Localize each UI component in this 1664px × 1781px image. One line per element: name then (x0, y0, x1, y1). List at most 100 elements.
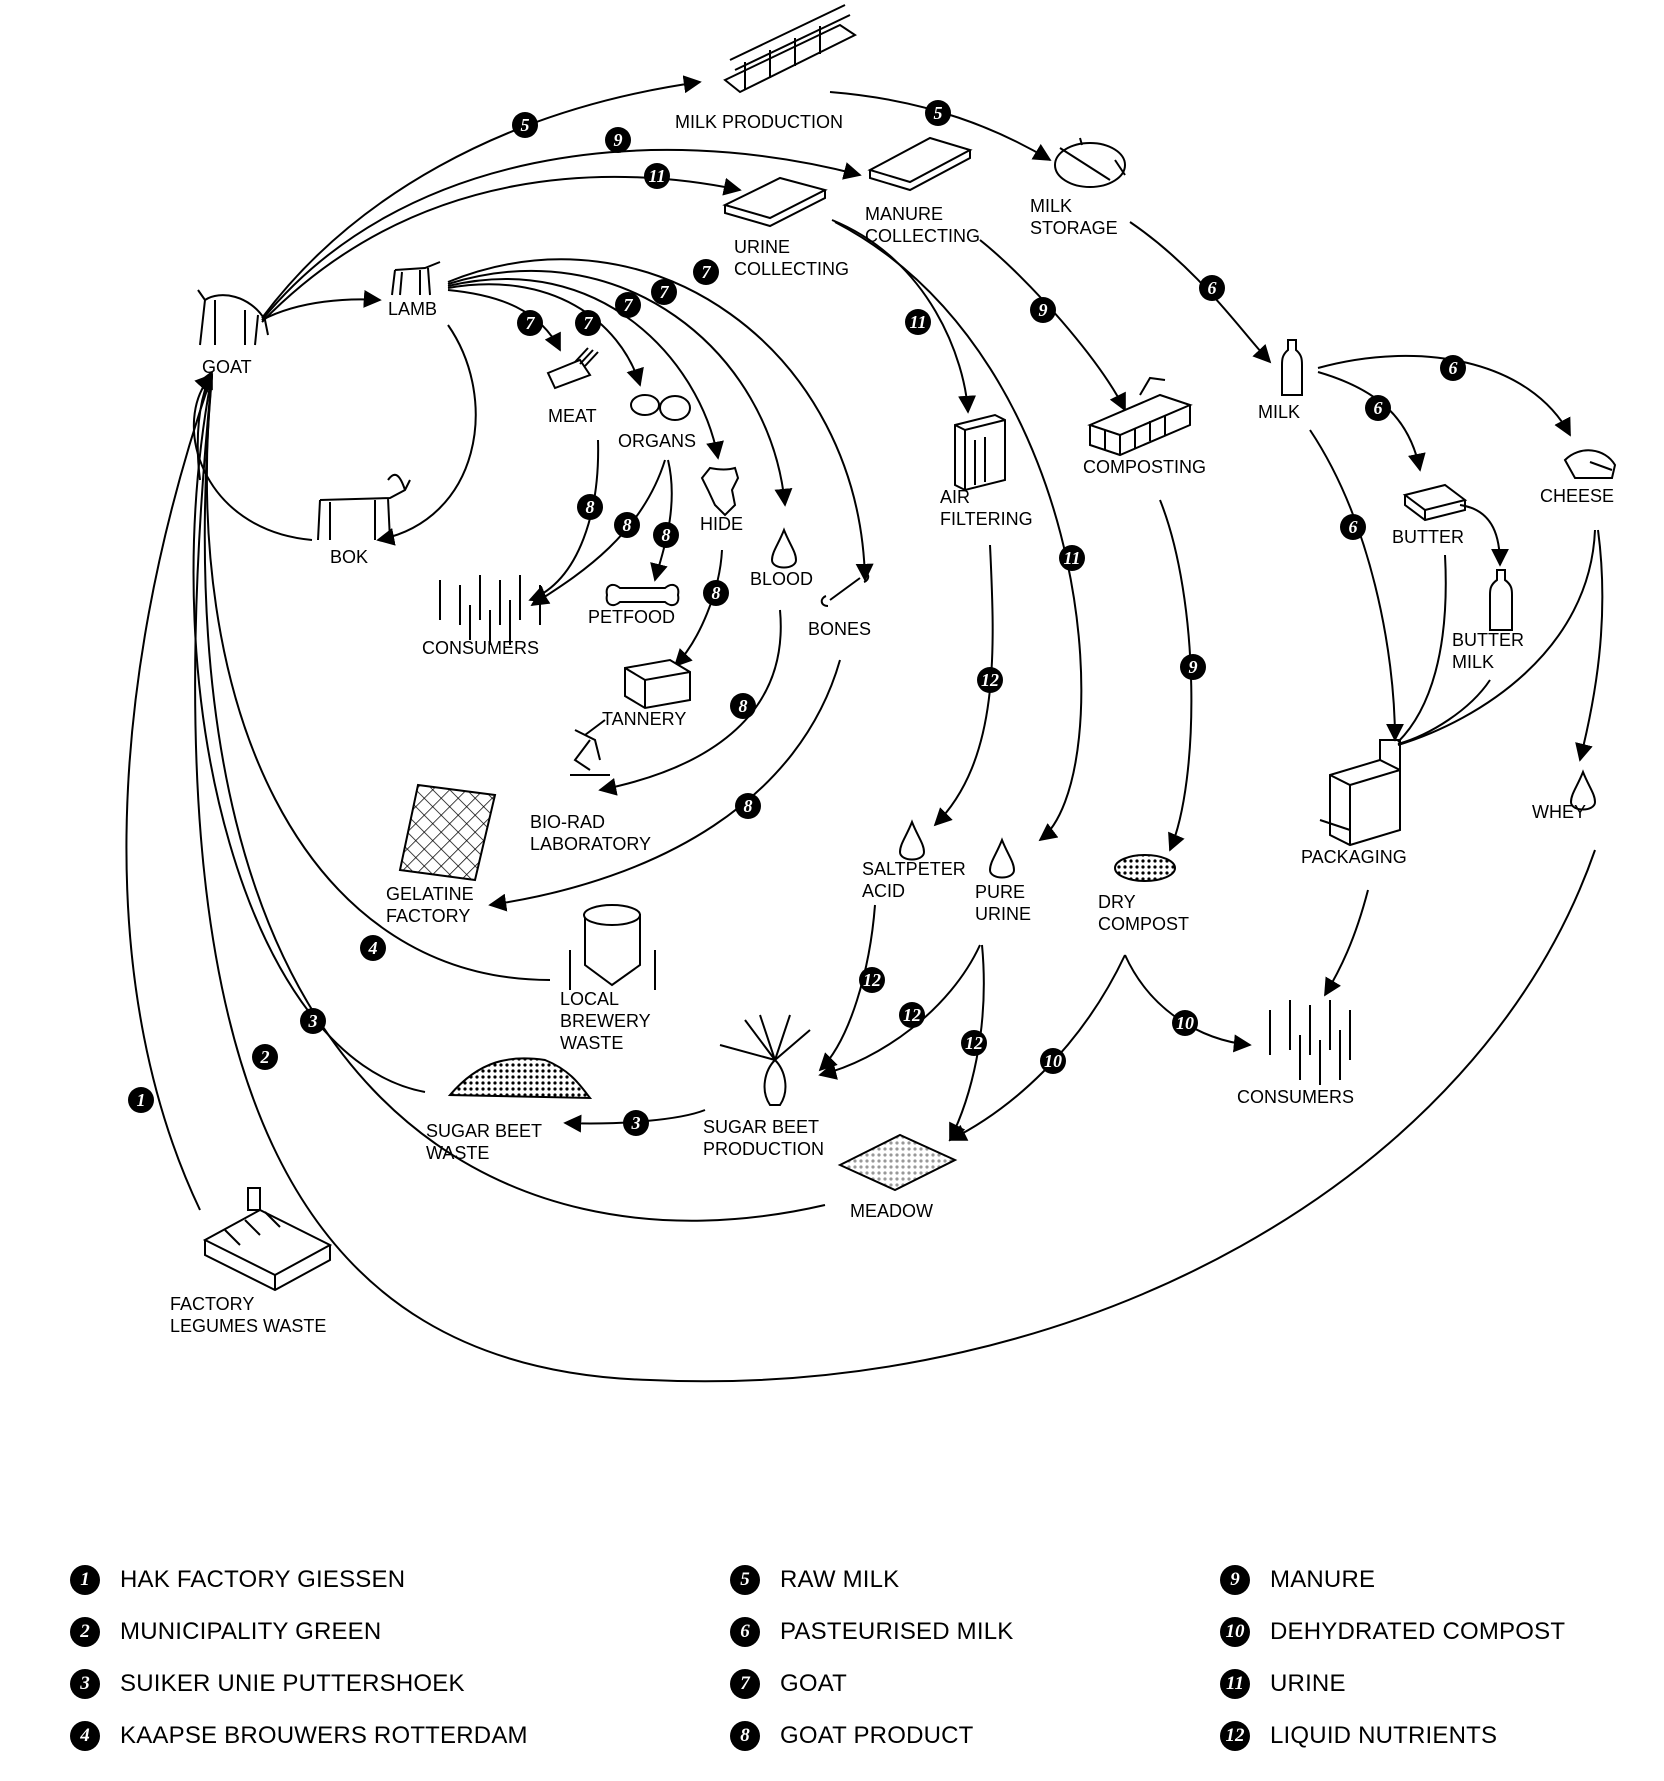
svg-text:8: 8 (586, 497, 595, 517)
label-line: PETFOOD (588, 607, 675, 627)
label-meadow: MEADOW (850, 1201, 933, 1221)
flow-hide-to-tannery (673, 549, 723, 668)
legend-label: GOAT (780, 1670, 848, 1697)
svg-text:11: 11 (648, 166, 665, 186)
sugar-beet-waste-pile-icon (447, 1057, 593, 1100)
butter-icon (1402, 483, 1468, 522)
label-line: MEADOW (850, 1201, 933, 1221)
label-blood: BLOOD (750, 569, 813, 589)
flow-butter-milk-to-packaging (1397, 679, 1491, 745)
svg-text:8: 8 (712, 583, 721, 603)
flow-lamb-to-organs (447, 283, 644, 387)
label-whey: WHEY (1532, 802, 1586, 822)
cheese-icon (1563, 449, 1617, 479)
flow-urine-to-air-filtering (831, 219, 977, 414)
label-line: BIO-RAD (530, 812, 605, 832)
milking-parlour-icon (723, 4, 857, 94)
label-packaging: PACKAGING (1301, 847, 1407, 867)
label-line: DRY (1098, 892, 1136, 912)
flow-lamb-to-bones (447, 258, 874, 582)
label-line: BUTTER (1392, 527, 1464, 547)
svg-text:9: 9 (1189, 657, 1198, 677)
label-bones: BONES (808, 619, 871, 639)
hide-icon (700, 466, 740, 517)
label-goat: GOAT (202, 357, 252, 377)
legend-badge: 3 (70, 1669, 100, 1699)
bone-icon (820, 571, 870, 607)
label-line: CHEESE (1540, 486, 1614, 506)
badge-6-pasteurised-milk: 6 (1365, 395, 1391, 421)
badge-11-urine: 11 (644, 163, 670, 189)
svg-text:10: 10 (1044, 1051, 1062, 1071)
label-composting: COMPOSTING (1083, 457, 1206, 477)
sugar-beet-icon (719, 1014, 811, 1106)
badge-10-dehydrated-compost: 10 (1040, 1048, 1066, 1074)
badge-2-municipality: 2 (252, 1044, 278, 1070)
consumers-icon (439, 575, 541, 645)
flow-meat-to-consumers (528, 439, 600, 603)
flow-composting-to-dry-compost (1159, 499, 1193, 852)
label-organs: ORGANS (618, 431, 696, 451)
legend-badge: 4 (70, 1721, 100, 1751)
flow-meadow-to-goat (203, 374, 826, 1222)
meat-icon (546, 347, 599, 390)
flow-goat-waste-return (196, 370, 213, 481)
badge-9-manure: 9 (1030, 297, 1056, 323)
flow-pure-urine-to-sugar-beet (818, 944, 981, 1080)
badge-11-urine: 11 (905, 309, 931, 335)
badge-6-pasteurised-milk: 6 (1199, 275, 1225, 301)
svg-text:7: 7 (624, 295, 634, 315)
legend-label: RAW MILK (780, 1566, 900, 1593)
label-line: CONSUMERS (422, 638, 539, 658)
flow-sugar-beet-waste-to-goat (192, 374, 426, 1093)
badge-4-kaapse: 4 (360, 935, 386, 961)
whey-drop-icon (1569, 769, 1597, 811)
badge-3-suiker-unie: 3 (300, 1008, 326, 1034)
flow-whey-to-goat (194, 374, 1596, 1383)
label-line: MANURE (865, 204, 943, 224)
badge-5-raw-milk: 5 (512, 112, 538, 138)
legend-label: KAAPSE BROUWERS ROTTERDAM (120, 1722, 528, 1749)
badge-12-liquid-nutrients: 12 (859, 967, 885, 993)
label-line: COLLECTING (865, 226, 980, 246)
label-line: BOK (330, 547, 368, 567)
badge-11-urine: 11 (1059, 545, 1085, 571)
badge-7-goat: 7 (615, 292, 641, 318)
svg-text:6: 6 (1449, 358, 1458, 378)
svg-text:12: 12 (903, 1005, 921, 1025)
label-line: AIR (940, 487, 970, 507)
flow-milk-production-to-storage (829, 91, 1052, 161)
factory-icon (202, 1187, 333, 1292)
label-line: GOAT (202, 357, 252, 377)
legend-label: HAK FACTORY GIESSEN (120, 1566, 406, 1593)
billy-goat-icon (317, 473, 411, 541)
svg-text:11: 11 (909, 312, 926, 332)
svg-text:4: 4 (368, 938, 378, 958)
manure-tray-icon (867, 136, 973, 192)
badge-7-goat: 7 (575, 310, 601, 336)
flow-manure-to-composting (979, 239, 1126, 412)
label-meat: MEAT (548, 406, 597, 426)
svg-text:7: 7 (702, 262, 712, 282)
svg-text:5: 5 (934, 103, 943, 123)
legend-badge: 6 (730, 1617, 760, 1647)
badge-10-dehydrated-compost: 10 (1172, 1010, 1198, 1036)
svg-text:7: 7 (526, 313, 536, 333)
saltpeter-drop-icon (898, 819, 926, 861)
